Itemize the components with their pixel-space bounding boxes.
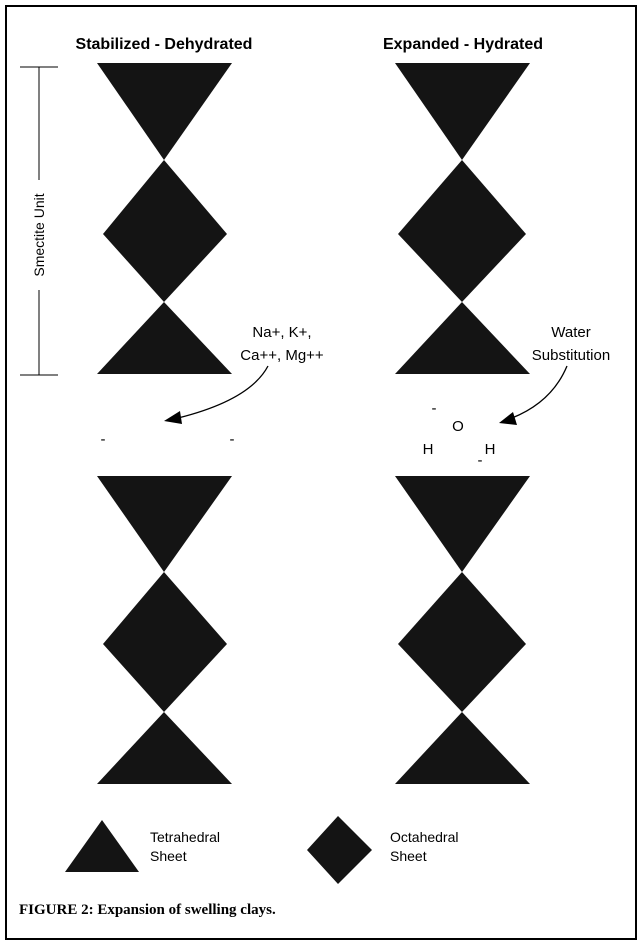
legend-octahedral-icon (307, 816, 372, 884)
legend-tetrahedral-line2: Sheet (150, 848, 187, 864)
smectite-unit-bracket (20, 66, 58, 376)
left-upper-tetrahedral-sheet-bottom (97, 302, 232, 374)
cations-label-line2: Ca++, Mg++ (240, 347, 324, 364)
cation-arrow-head-icon (164, 411, 182, 424)
figure-caption: FIGURE 2: Expansion of swelling clays. (19, 902, 276, 918)
legend-octahedral-line2: Sheet (390, 848, 427, 864)
right-column-title: Expanded - Hydrated (383, 36, 543, 53)
right-lower-tetrahedral-sheet-bottom (395, 712, 530, 784)
left-charge-sign-b: - (230, 431, 235, 448)
water-hydrogen-left: H (423, 441, 434, 458)
cations-label-line1: Na+, K+, (252, 324, 311, 341)
water-arrow-head-icon (499, 412, 517, 425)
left-lower-tetrahedral-sheet-top (97, 476, 232, 572)
water-charge-sign-top: - (432, 400, 437, 417)
left-charge-sign-a: - (101, 431, 106, 448)
figure-frame (5, 5, 637, 940)
water-hydrogen-right: H (485, 441, 496, 458)
water-oxygen: O (452, 418, 464, 435)
left-column-title: Stabilized - Dehydrated (76, 36, 253, 53)
left-lower-octahedral-sheet (103, 572, 227, 712)
smectite-unit-label: Smectite Unit (31, 193, 47, 276)
water-label-line2: Substitution (532, 347, 610, 364)
left-upper-octahedral-sheet (103, 160, 227, 302)
water-arrow (511, 365, 568, 419)
right-upper-tetrahedral-sheet-top (395, 63, 530, 160)
legend-octahedral-line1: Octahedral (390, 829, 458, 845)
right-upper-octahedral-sheet (398, 160, 526, 302)
legend-tetrahedral-line1: Tetrahedral (150, 829, 220, 845)
water-charge-sign-bottom: - (478, 452, 483, 469)
cation-arrow (177, 365, 269, 419)
legend-tetrahedral-icon (65, 820, 139, 872)
water-label-line1: Water (551, 324, 590, 341)
right-lower-octahedral-sheet (398, 572, 526, 712)
right-upper-tetrahedral-sheet-bottom (395, 302, 530, 374)
left-lower-tetrahedral-sheet-bottom (97, 712, 232, 784)
left-upper-tetrahedral-sheet-top (97, 63, 232, 160)
right-lower-tetrahedral-sheet-top (395, 476, 530, 572)
